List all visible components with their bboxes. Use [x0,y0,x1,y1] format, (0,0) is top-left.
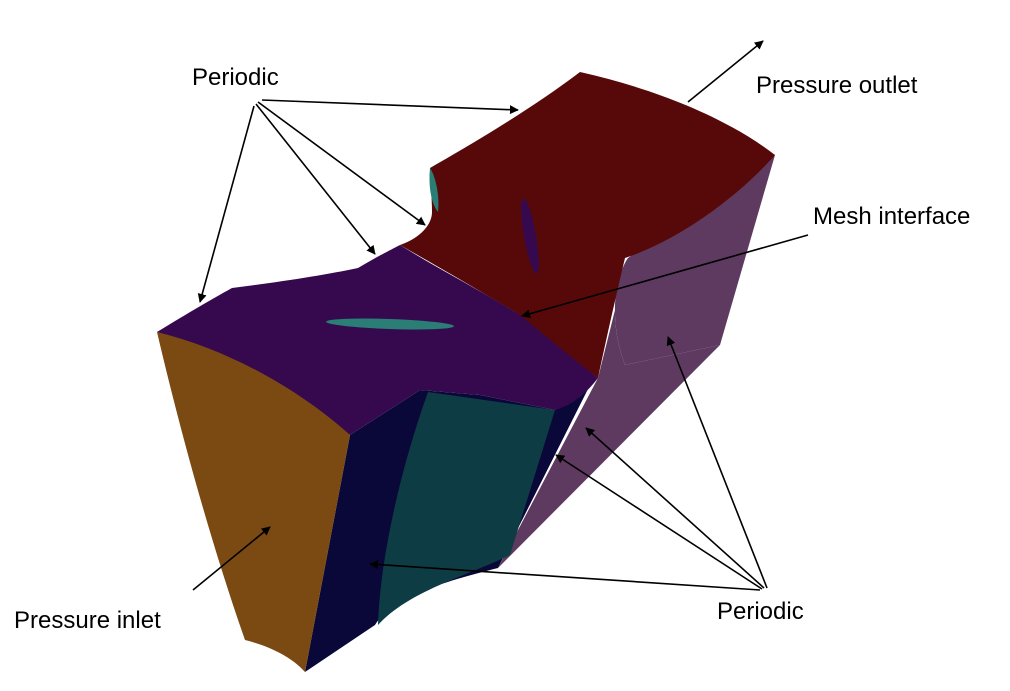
arrow-periodic-2 [257,101,426,226]
arrow-outlet [687,40,764,103]
inlet-blade [326,318,454,330]
arrow-periodic-4 [197,105,255,303]
label-periodic-bottom: Periodic [717,598,804,625]
outlet-top-face [400,72,775,378]
arrow-periodic-3 [255,103,376,255]
label-mesh-interface: Mesh interface [813,203,971,230]
inlet-top-face [157,245,598,435]
notch-teal [429,168,439,212]
label-pressure-inlet: Pressure inlet [14,607,161,634]
outlet-side-periodic-face [614,155,775,365]
label-pressure-outlet: Pressure outlet [756,72,918,99]
arrow-mesh-interface [521,234,809,319]
arrow-periodic-1 [261,99,519,115]
outlet-blade [521,198,539,274]
pressure-inlet-face [157,332,350,672]
arrow-periodic-6 [585,427,765,589]
arrow-periodic-7 [555,454,763,590]
arrow-periodic-8 [369,560,761,591]
outlet-lower-side-face [498,258,720,568]
arrow-periodic-5 [666,336,768,589]
annotation-arrows [192,40,809,591]
label-periodic-top: Periodic [192,64,279,91]
arrow-inlet [192,526,271,591]
